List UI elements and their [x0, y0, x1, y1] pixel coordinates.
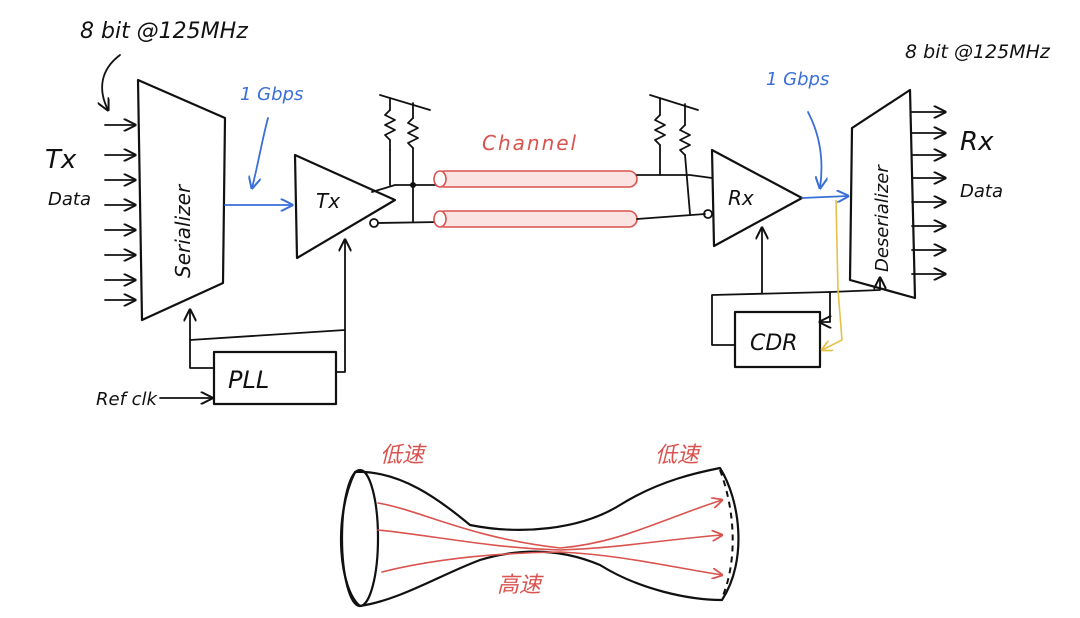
tx-output-p	[371, 184, 441, 193]
pll-loop	[189, 329, 346, 373]
rate-tx-label: 1 Gbps	[240, 84, 303, 105]
rx-termination	[649, 94, 699, 215]
serializer-input-arrows	[104, 125, 135, 300]
serializer-block	[136, 78, 227, 322]
channel-cable-top	[433, 170, 638, 188]
tx-data-label: Tx	[45, 145, 77, 175]
rate-rx-arrow	[807, 111, 822, 188]
tx-label: Tx	[316, 189, 340, 213]
channel-label: Channel	[482, 131, 578, 155]
rx-output-rate-label: 8 bit @125MHz	[905, 41, 1051, 63]
refclk-label: Ref clk	[96, 389, 159, 410]
pll-label: PLL	[228, 366, 269, 394]
rate-rx-label: 1 Gbps	[766, 69, 829, 90]
cdr-block	[733, 310, 822, 369]
serializer-label: Serializer	[171, 183, 195, 278]
rx-input-n	[636, 213, 706, 220]
channel-cable-bottom	[433, 210, 638, 228]
rx-label: Rx	[728, 186, 754, 210]
low-speed-right-label: 低速	[655, 443, 702, 468]
velocity-funnel	[339, 466, 740, 608]
tx-invert-bubble	[369, 218, 379, 228]
tx-data-label-2: Data	[48, 189, 91, 210]
deserializer-label: Deserializer	[872, 164, 893, 272]
deserializer-output-arrows	[911, 112, 945, 274]
rx-receiver	[710, 148, 804, 248]
data-to-cdr-yellow	[822, 199, 843, 350]
funnel-flow-lines	[377, 500, 722, 575]
tx-input-rate-arrow	[102, 54, 121, 110]
rx-invert-bubble	[703, 209, 713, 219]
tx-input-rate-label: 8 bit @125MHz	[80, 19, 248, 44]
pll-block	[212, 350, 338, 406]
rate-tx-arrow	[252, 117, 269, 188]
rx-data-label-2: Data	[960, 181, 1003, 202]
cdr-loop	[711, 291, 830, 346]
tx-output-n	[377, 221, 441, 224]
rx-data-label: Rx	[960, 127, 994, 157]
high-speed-label: 高速	[497, 573, 544, 598]
rx-to-deserializer-line	[801, 196, 848, 198]
rx-input-p	[636, 174, 713, 179]
cdr-label: CDR	[750, 331, 798, 356]
tx-driver	[293, 153, 397, 260]
cdr-to-deserializer-clock	[829, 278, 880, 293]
low-speed-left-label: 低速	[380, 443, 427, 468]
deserializer-block	[848, 88, 917, 300]
tx-termination	[379, 94, 431, 223]
